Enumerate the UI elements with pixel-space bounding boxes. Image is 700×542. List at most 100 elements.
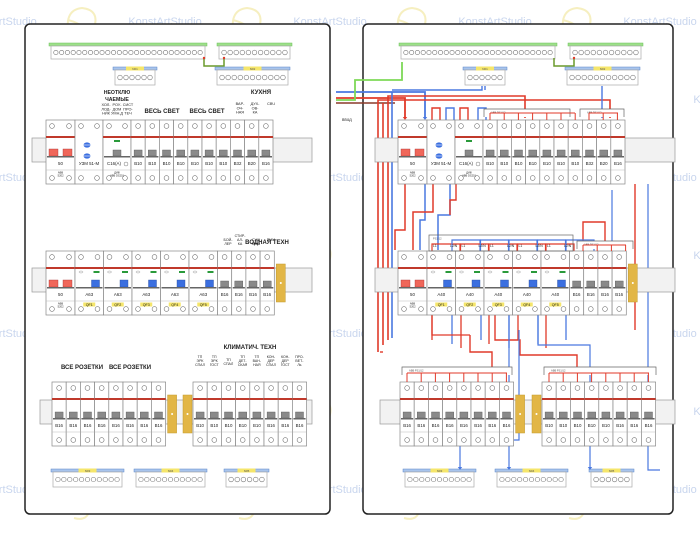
busbar-hole (185, 476, 191, 483)
busbar-label-tag (161, 468, 180, 473)
busbar-hole (630, 74, 636, 81)
rcd-rating: A63 (142, 292, 150, 297)
breaker-handle (140, 411, 149, 419)
busbar-hole (489, 50, 495, 55)
input-phase-wire (336, 97, 406, 118)
neutral-busbar-n04: N04 (494, 468, 569, 488)
ground-jumper-wire (553, 58, 575, 67)
breaker-rating: B32 (234, 161, 242, 166)
terminal-screw-icon (588, 385, 595, 391)
breaker-handle (542, 149, 552, 157)
breaker-rozetki: B16 (80, 381, 95, 447)
busbar-hole (246, 476, 253, 483)
busbar-hole (511, 476, 517, 483)
jumper-terminal (202, 56, 206, 60)
breaker-rozetki: B16 (413, 381, 429, 447)
breaker-handle-base (246, 287, 260, 289)
breaker-handle-base (570, 287, 583, 289)
breaker-klimat: B16 (612, 381, 628, 447)
circuit-label: ТЕЧ (124, 112, 132, 116)
rcd-tag: QF1 (438, 303, 445, 307)
breaker-row1: B16 (610, 119, 626, 185)
terminal-screw-icon (197, 385, 203, 391)
breaker-rating: B10 (486, 161, 494, 166)
terminal-screw-icon (418, 175, 424, 181)
busbar-hole (552, 476, 558, 483)
breaker-handle-base (194, 418, 207, 420)
test-button-icon (107, 270, 112, 274)
terminal-screw-icon (78, 306, 84, 312)
breaker-handle (500, 149, 509, 157)
terminal-screw-icon (432, 437, 439, 443)
terminal-label: L1 (547, 244, 551, 248)
main-breaker-rating: 50 (410, 161, 415, 166)
terminal-screw-icon (66, 306, 72, 312)
busbar-hole (264, 49, 270, 56)
busbar-hole (59, 50, 65, 55)
breaker-handle-base (543, 418, 556, 420)
terminal-screw-icon (84, 385, 91, 391)
terminal-screw-icon (418, 437, 424, 443)
breaker-rating: B10 (500, 161, 508, 166)
test-button-icon (192, 270, 198, 274)
terminal-screw-icon (475, 437, 481, 443)
busbar-hole (122, 50, 128, 55)
busbar-hole (82, 50, 88, 55)
module-body (426, 119, 456, 185)
terminal-screw-icon (49, 306, 55, 312)
breaker-rating: B10 (571, 161, 579, 166)
circuit-label: ВАР- (236, 102, 245, 106)
busbar-hole (536, 50, 542, 55)
breaker-handle (248, 280, 258, 288)
busbar-hole (280, 74, 286, 81)
terminal-label: L1 (433, 244, 437, 248)
terminal-screw-icon (70, 437, 77, 443)
breaker-handle (219, 149, 228, 157)
busbar-hole (436, 476, 443, 483)
terminal-screw-icon (254, 385, 260, 391)
breaker-handle (502, 411, 511, 419)
breaker-rating: B16 (281, 423, 289, 428)
circuit-label: КА (253, 111, 258, 115)
breaker-handle (488, 411, 497, 419)
module-body (74, 119, 104, 185)
busbar-hole (262, 74, 268, 81)
rcbo-rating: C16(A) (107, 161, 121, 166)
wire-arrow-icon (587, 467, 593, 470)
terminal-screw-icon (487, 306, 493, 312)
breaker-rating: B10 (163, 161, 171, 166)
busbar-hole (460, 476, 466, 483)
breaker-rating: B16 (235, 292, 243, 297)
main-breaker-model: S202 (409, 305, 416, 309)
breaker-handle (586, 280, 595, 288)
busbar-hole (413, 476, 419, 483)
circuit-label: КОН- (267, 355, 276, 359)
busbar-label-tag (593, 66, 612, 71)
terminal-screw-icon (208, 254, 215, 260)
busbar-hole (147, 74, 153, 81)
terminal-screw-icon (418, 306, 424, 312)
busbar-hole (102, 476, 108, 483)
terminal-screw-icon (588, 306, 594, 312)
rcd-tag: QF4 (171, 303, 178, 307)
rcbo-model: ABB DS201 (462, 174, 476, 178)
terminal-screw-icon (135, 175, 141, 181)
terminal-screw-icon (98, 437, 105, 443)
busbar-hole (513, 50, 518, 55)
breaker-handle (571, 149, 580, 157)
main-breaker-rating: 50 (58, 292, 63, 297)
terminal-label: L2/N (479, 244, 487, 248)
terminal-screw-icon (446, 254, 453, 260)
terminal-screw-icon (113, 385, 119, 391)
wiring-layer (336, 62, 660, 471)
busbar-hole (618, 74, 624, 81)
busbar-hole (249, 74, 256, 81)
busbar-label-tag (243, 66, 262, 71)
busbar-hole (197, 50, 203, 55)
rcbo-rating: C16(A) (459, 161, 473, 166)
breaker-rozetki: B16 (51, 381, 67, 447)
breaker-handle-base (399, 287, 426, 289)
breaker-rating: B10 (239, 423, 247, 428)
terminal-screw-icon (106, 175, 112, 181)
